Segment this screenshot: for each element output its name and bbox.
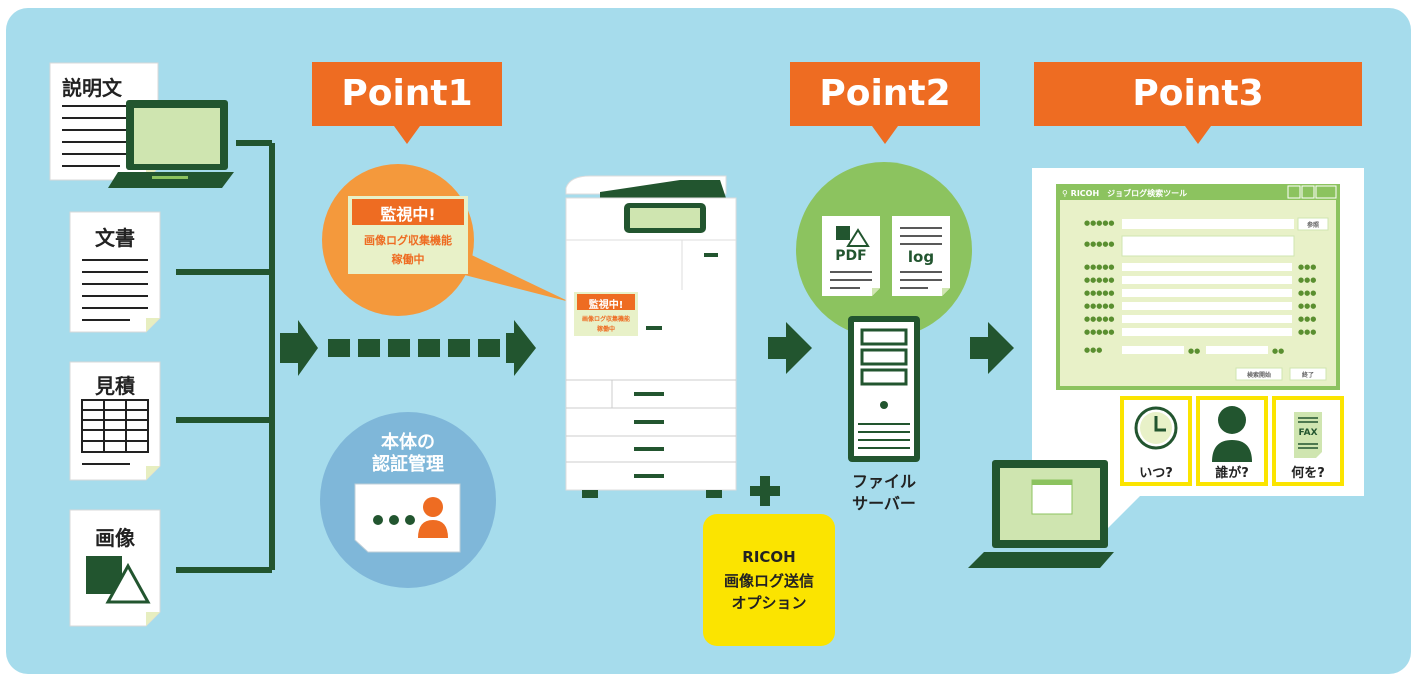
monitor-line1: 画像ログ収集機能 bbox=[364, 234, 452, 247]
short-marker: ●●● bbox=[1298, 276, 1317, 284]
tool-window-title: ⚲ RICOH ジョブログ検索ツール bbox=[1062, 188, 1187, 199]
copier-badge: 監視中! bbox=[588, 300, 624, 311]
server-line1: ファイル bbox=[851, 472, 916, 491]
tool-title-text: RICOH ジョブログ検索ツール bbox=[1070, 189, 1188, 198]
document-text-icon bbox=[69, 211, 161, 333]
field-marker: ●●●●● bbox=[1084, 289, 1115, 297]
user-icon bbox=[418, 497, 448, 538]
monitor-bubble bbox=[322, 164, 570, 316]
question-when-box bbox=[1120, 396, 1192, 486]
copier-line1: 画像ログ収集機能 bbox=[581, 316, 630, 323]
question-who-box bbox=[1196, 396, 1268, 486]
pair-marker: ●● bbox=[1188, 347, 1201, 355]
field-marker: ●●●●● bbox=[1084, 219, 1115, 227]
field-marker: ●●●●● bbox=[1084, 315, 1115, 323]
connector-bracket bbox=[176, 140, 275, 573]
short-marker: ●●● bbox=[1298, 328, 1317, 336]
point3-banner: Point3 bbox=[1034, 62, 1362, 144]
auth-line2: 認証管理 bbox=[372, 454, 444, 475]
search-start-button[interactable]: 検索開始 bbox=[1246, 372, 1271, 379]
auth-line1: 本体の bbox=[381, 432, 435, 453]
short-marker: ●●● bbox=[1298, 289, 1317, 297]
field-marker: ●●●●● bbox=[1084, 263, 1115, 271]
doc-label-document: 文書 bbox=[95, 226, 135, 250]
field-marker: ●●●●● bbox=[1084, 240, 1115, 248]
document-image-icon bbox=[69, 509, 161, 627]
option-line2: 画像ログ送信 bbox=[723, 572, 814, 590]
dashed-flow-arrow bbox=[280, 320, 536, 376]
option-line1: RICOH bbox=[742, 548, 796, 566]
files-circle bbox=[796, 162, 972, 338]
search-icon: ⚲ bbox=[1062, 189, 1068, 198]
copier-line2: 稼働中 bbox=[596, 326, 615, 333]
server-tower bbox=[848, 316, 920, 462]
short-marker: ●●● bbox=[1084, 346, 1103, 354]
point1-banner: Point1 bbox=[312, 62, 502, 144]
exit-button[interactable]: 終了 bbox=[1301, 372, 1314, 379]
search-tool-window bbox=[1056, 184, 1340, 390]
short-marker: ●●● bbox=[1298, 315, 1317, 323]
option-line3: オプション bbox=[731, 594, 807, 612]
pdf-file-label: PDF bbox=[835, 248, 867, 264]
monitor-badge: 監視中! bbox=[380, 205, 436, 224]
question-when-label: いつ? bbox=[1139, 466, 1173, 481]
browse-button[interactable]: 参照 bbox=[1306, 222, 1319, 229]
question-what-label: 何を? bbox=[1291, 466, 1325, 481]
monitor-line2: 稼働中 bbox=[391, 253, 425, 266]
laptop-icon-small bbox=[108, 100, 234, 188]
point2-banner: Point2 bbox=[790, 62, 980, 144]
auth-circle bbox=[320, 412, 496, 588]
document-estimate-icon bbox=[69, 361, 161, 481]
log-file-label: log bbox=[907, 248, 935, 266]
flow-arrow-2 bbox=[768, 322, 812, 374]
question-what-box bbox=[1272, 396, 1344, 486]
short-marker: ●●● bbox=[1298, 302, 1317, 310]
option-box bbox=[703, 514, 835, 646]
flow-arrow-3 bbox=[970, 322, 1014, 374]
multifunction-printer bbox=[565, 175, 737, 498]
field-marker: ●●●●● bbox=[1084, 276, 1115, 284]
field-marker: ●●●●● bbox=[1084, 302, 1115, 310]
fax-label: FAX bbox=[1298, 428, 1318, 438]
doc-label-image: 画像 bbox=[95, 526, 135, 550]
laptop-icon-large bbox=[968, 460, 1114, 568]
short-marker: ●●● bbox=[1298, 263, 1317, 271]
question-who-label: 誰が? bbox=[1215, 466, 1249, 481]
doc-label-estimate: 見積 bbox=[95, 374, 135, 398]
pair-marker: ●● bbox=[1272, 347, 1285, 355]
field-marker: ●●●●● bbox=[1084, 328, 1115, 336]
server-line2: サーバー bbox=[852, 494, 916, 513]
doc-label-explanation: 説明文 bbox=[62, 76, 122, 100]
plus-icon bbox=[750, 476, 780, 506]
